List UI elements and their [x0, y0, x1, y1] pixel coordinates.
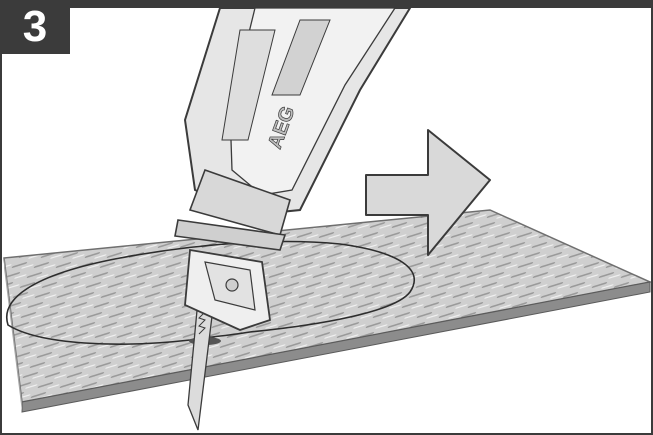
step-number: 3: [23, 5, 47, 49]
step-badge: 3: [0, 0, 70, 54]
